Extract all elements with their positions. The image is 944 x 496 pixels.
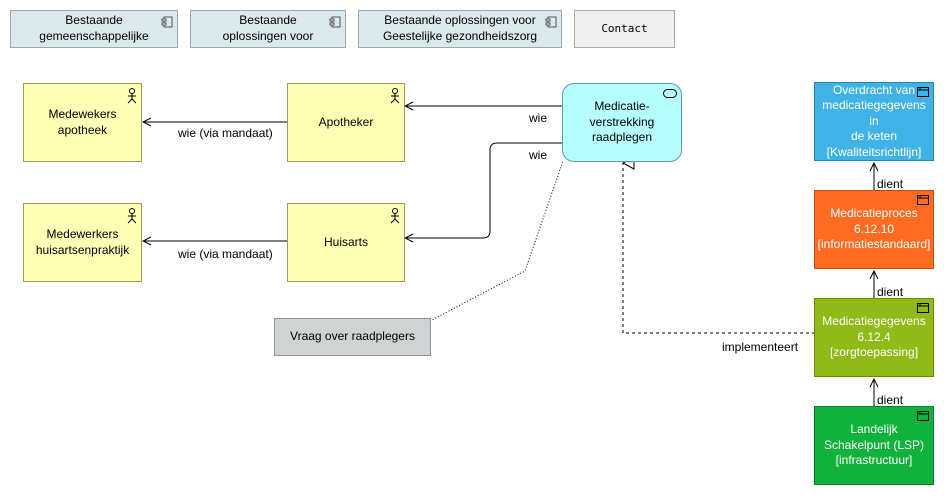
service-label: Medicatie- verstrekking raadplegen (589, 99, 655, 145)
label-dient: dient (877, 177, 904, 191)
edge-service-huisarts (405, 142, 562, 238)
actor-icon (390, 88, 400, 104)
edge-question-service (429, 160, 564, 322)
artifact-medicatiegegevens[interactable]: Medicatiegegevens 6.12.4 [zorgtoepassing… (814, 298, 934, 377)
label-wie: wie (529, 111, 548, 125)
nav-label: Bestaande oplossingen voor (222, 13, 314, 43)
artifact-icon (917, 195, 929, 205)
artifact-label: Medicatiegegevens 6.12.4 [zorgtoepassing… (822, 314, 926, 360)
component-icon (329, 16, 341, 28)
artifact-medicatieproces[interactable]: Medicatieproces 6.12.10 [informatiestand… (814, 190, 934, 269)
nav-label: Bestaande oplossingen voor Geestelijke g… (382, 13, 538, 43)
actor-huisarts[interactable]: Huisarts (287, 203, 405, 282)
label-dient: dient (877, 285, 904, 299)
artifact-label: Overdracht van medicatiegegevens in de k… (822, 82, 926, 159)
artifact-label: Landelijk Schakelpunt (LSP) [infrastruct… (823, 422, 925, 468)
component-icon (545, 16, 557, 28)
edge-implementeert (623, 163, 815, 334)
nav-contact[interactable]: Contact (574, 10, 675, 48)
nav-label: Bestaande gemeenschappelijke (39, 13, 149, 43)
label-via-mandaat: wie (via mandaat) (178, 247, 273, 261)
actor-icon (390, 208, 400, 224)
artifact-icon (917, 411, 929, 421)
artifact-label: Medicatieproces 6.12.10 [informatiestand… (817, 206, 931, 252)
label-via-mandaat: wie (via mandaat) (178, 126, 273, 140)
actor-label: Huisarts (323, 234, 368, 249)
service-icon (663, 89, 677, 98)
label-dient: dient (877, 393, 904, 407)
nav-gemeenschappelijke[interactable]: Bestaande gemeenschappelijke (10, 10, 178, 48)
label-wie: wie (529, 148, 548, 162)
artifact-icon (917, 303, 929, 313)
nav-label: Contact (601, 21, 648, 35)
artifact-overdracht-medicatiegegevens[interactable]: Overdracht van medicatiegegevens in de k… (814, 82, 934, 161)
actor-medewerkers-huisartsenpraktijk[interactable]: Medewerkers huisartsenpraktijk (23, 203, 142, 282)
actor-medewekers-apotheek[interactable]: Medewekers apotheek (23, 83, 142, 162)
artifact-landelijk-schakelpunt[interactable]: Landelijk Schakelpunt (LSP) [infrastruct… (814, 406, 934, 485)
actor-label: Apotheker (318, 114, 374, 129)
artifact-icon (917, 87, 929, 97)
actor-icon (127, 208, 137, 224)
nav-ggz[interactable]: Bestaande oplossingen voor Geestelijke g… (358, 10, 562, 48)
question-raadplegers[interactable]: Vraag over raadplegers (274, 318, 431, 356)
nav-oplossingen[interactable]: Bestaande oplossingen voor (190, 10, 346, 48)
actor-label: Medewekers apotheek (48, 106, 117, 137)
question-label: Vraag over raadplegers (290, 329, 415, 344)
actor-icon (127, 88, 137, 104)
service-medicatieverstrekking-raadplegen[interactable]: Medicatie- verstrekking raadplegen (562, 83, 682, 162)
actor-label: Medewerkers huisartsenpraktijk (35, 226, 130, 257)
actor-apotheker[interactable]: Apotheker (287, 83, 405, 162)
component-icon (161, 16, 173, 28)
label-implementeert: implementeert (722, 340, 799, 354)
